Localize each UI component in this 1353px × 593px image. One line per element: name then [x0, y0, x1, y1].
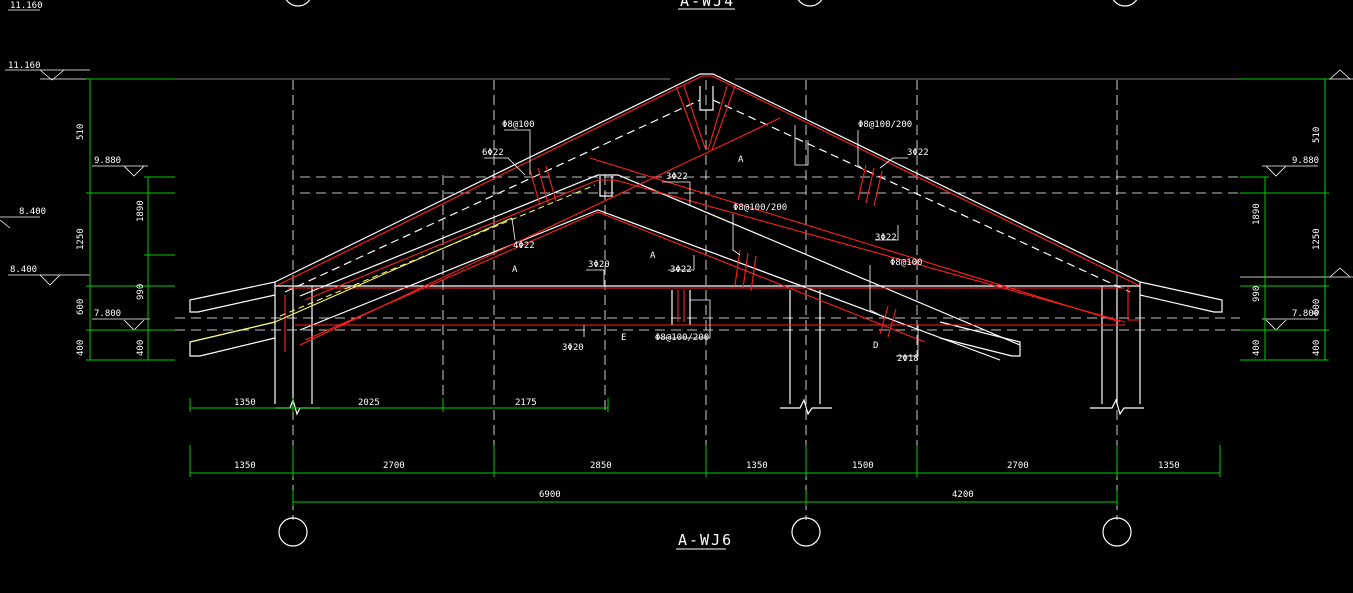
- top-title-partial: A-WJ4: [680, 0, 735, 10]
- rebar-label: 6Φ22: [482, 148, 504, 158]
- dim-text: 2700: [383, 461, 405, 471]
- dim-text: 2850: [590, 461, 612, 471]
- section-mark: D: [873, 341, 878, 351]
- drawing-title: A-WJ6: [678, 531, 733, 549]
- dim-text: 600: [1312, 299, 1322, 315]
- elevation-label: 11.160: [8, 61, 41, 71]
- axis-bubbles: [278, 517, 1132, 547]
- dim-text: 510: [1312, 127, 1322, 143]
- rebar-label: 3Φ20: [562, 343, 584, 353]
- rebar-label: 3Φ22: [670, 265, 692, 275]
- yellow-lines: [189, 184, 596, 343]
- axis-bubble: [278, 517, 308, 547]
- rebar-label: Φ8@100/200: [733, 203, 787, 213]
- top-axis-bubble-3: [1112, 0, 1138, 7]
- horizontal-reference: [175, 78, 1240, 331]
- dimension-lines: [86, 78, 1329, 506]
- dim-text: 1250: [1312, 228, 1322, 250]
- elevation-label: 8.400: [19, 207, 46, 217]
- top-axis-bubble-2: [797, 0, 823, 7]
- rebar-label: 2Φ18: [897, 354, 919, 364]
- dim-text: 400: [1312, 340, 1322, 356]
- dim-text: 2700: [1007, 461, 1029, 471]
- elevation-label: 7.800: [1292, 309, 1319, 319]
- rebar-label: Φ8@100/200: [655, 333, 709, 343]
- rebar-label: Φ8@100/200: [858, 120, 912, 130]
- dim-text: 1250: [76, 228, 86, 250]
- dim-text: 400: [136, 340, 146, 356]
- vertical-dim-text: 510 1250 600 400 1890 990 400 510 1250 6…: [76, 124, 1322, 356]
- dim-text: 1350: [234, 461, 256, 471]
- top-header: A-WJ4: [285, 0, 1138, 10]
- elevations-left: 11.160 11.160 9.880 8.400 8.400 7.800: [0, 1, 150, 331]
- elevation-label: 9.880: [94, 156, 121, 166]
- section-mark: E: [621, 333, 626, 343]
- dim-text: 510: [76, 124, 86, 140]
- roof-outline: [189, 73, 1223, 416]
- dim-text: 2025: [358, 398, 380, 408]
- dim-text: 600: [76, 299, 86, 315]
- elevation-label: 7.800: [94, 309, 121, 319]
- dim-text: 1500: [852, 461, 874, 471]
- section-marks: A A A D E: [512, 155, 878, 351]
- dim-text: 990: [136, 284, 146, 300]
- axis-bubble: [1102, 517, 1132, 547]
- rebar-label: 3Φ22: [875, 233, 897, 243]
- rebar-label: 4Φ22: [513, 241, 535, 251]
- rebar-label: 3Φ22: [907, 148, 929, 158]
- drawing-title-group: A-WJ6: [676, 531, 733, 550]
- rebar-label: 3Φ20: [588, 260, 610, 270]
- elevation-label: 9.880: [1292, 156, 1319, 166]
- dim-text: 990: [1252, 286, 1262, 302]
- dim-text: 1890: [1252, 203, 1262, 225]
- dim-text: 6900: [539, 490, 561, 500]
- axis-bubble: [791, 517, 821, 547]
- top-axis-bubble-1: [285, 0, 311, 7]
- rebar-label: Φ8@100: [502, 120, 535, 130]
- dim-text: 2175: [515, 398, 537, 408]
- dim-text: 4200: [952, 490, 974, 500]
- elevation-label: 11.160: [10, 1, 43, 11]
- dim-text: 1890: [136, 200, 146, 222]
- dim-text: 1350: [746, 461, 768, 471]
- rebar-label: Φ8@100: [890, 258, 923, 268]
- section-mark: A: [738, 155, 744, 165]
- dim-text: 400: [76, 340, 86, 356]
- dim-text: 400: [1252, 340, 1262, 356]
- dim-text: 1350: [234, 398, 256, 408]
- section-mark: A: [512, 265, 518, 275]
- leaders: [484, 125, 919, 357]
- elevation-label: 8.400: [10, 265, 37, 275]
- rebar-label: 3Φ22: [666, 172, 688, 182]
- rebar-labels: Φ8@100 6Φ22 3Φ22 4Φ22 3Φ20 3Φ22 Φ8@100/2…: [482, 120, 929, 364]
- dim-text: 1350: [1158, 461, 1180, 471]
- horizontal-dim-text: 1350 2025 2175 1350 2700 2850 1350 1500 …: [234, 398, 1180, 500]
- section-mark: A: [650, 251, 656, 261]
